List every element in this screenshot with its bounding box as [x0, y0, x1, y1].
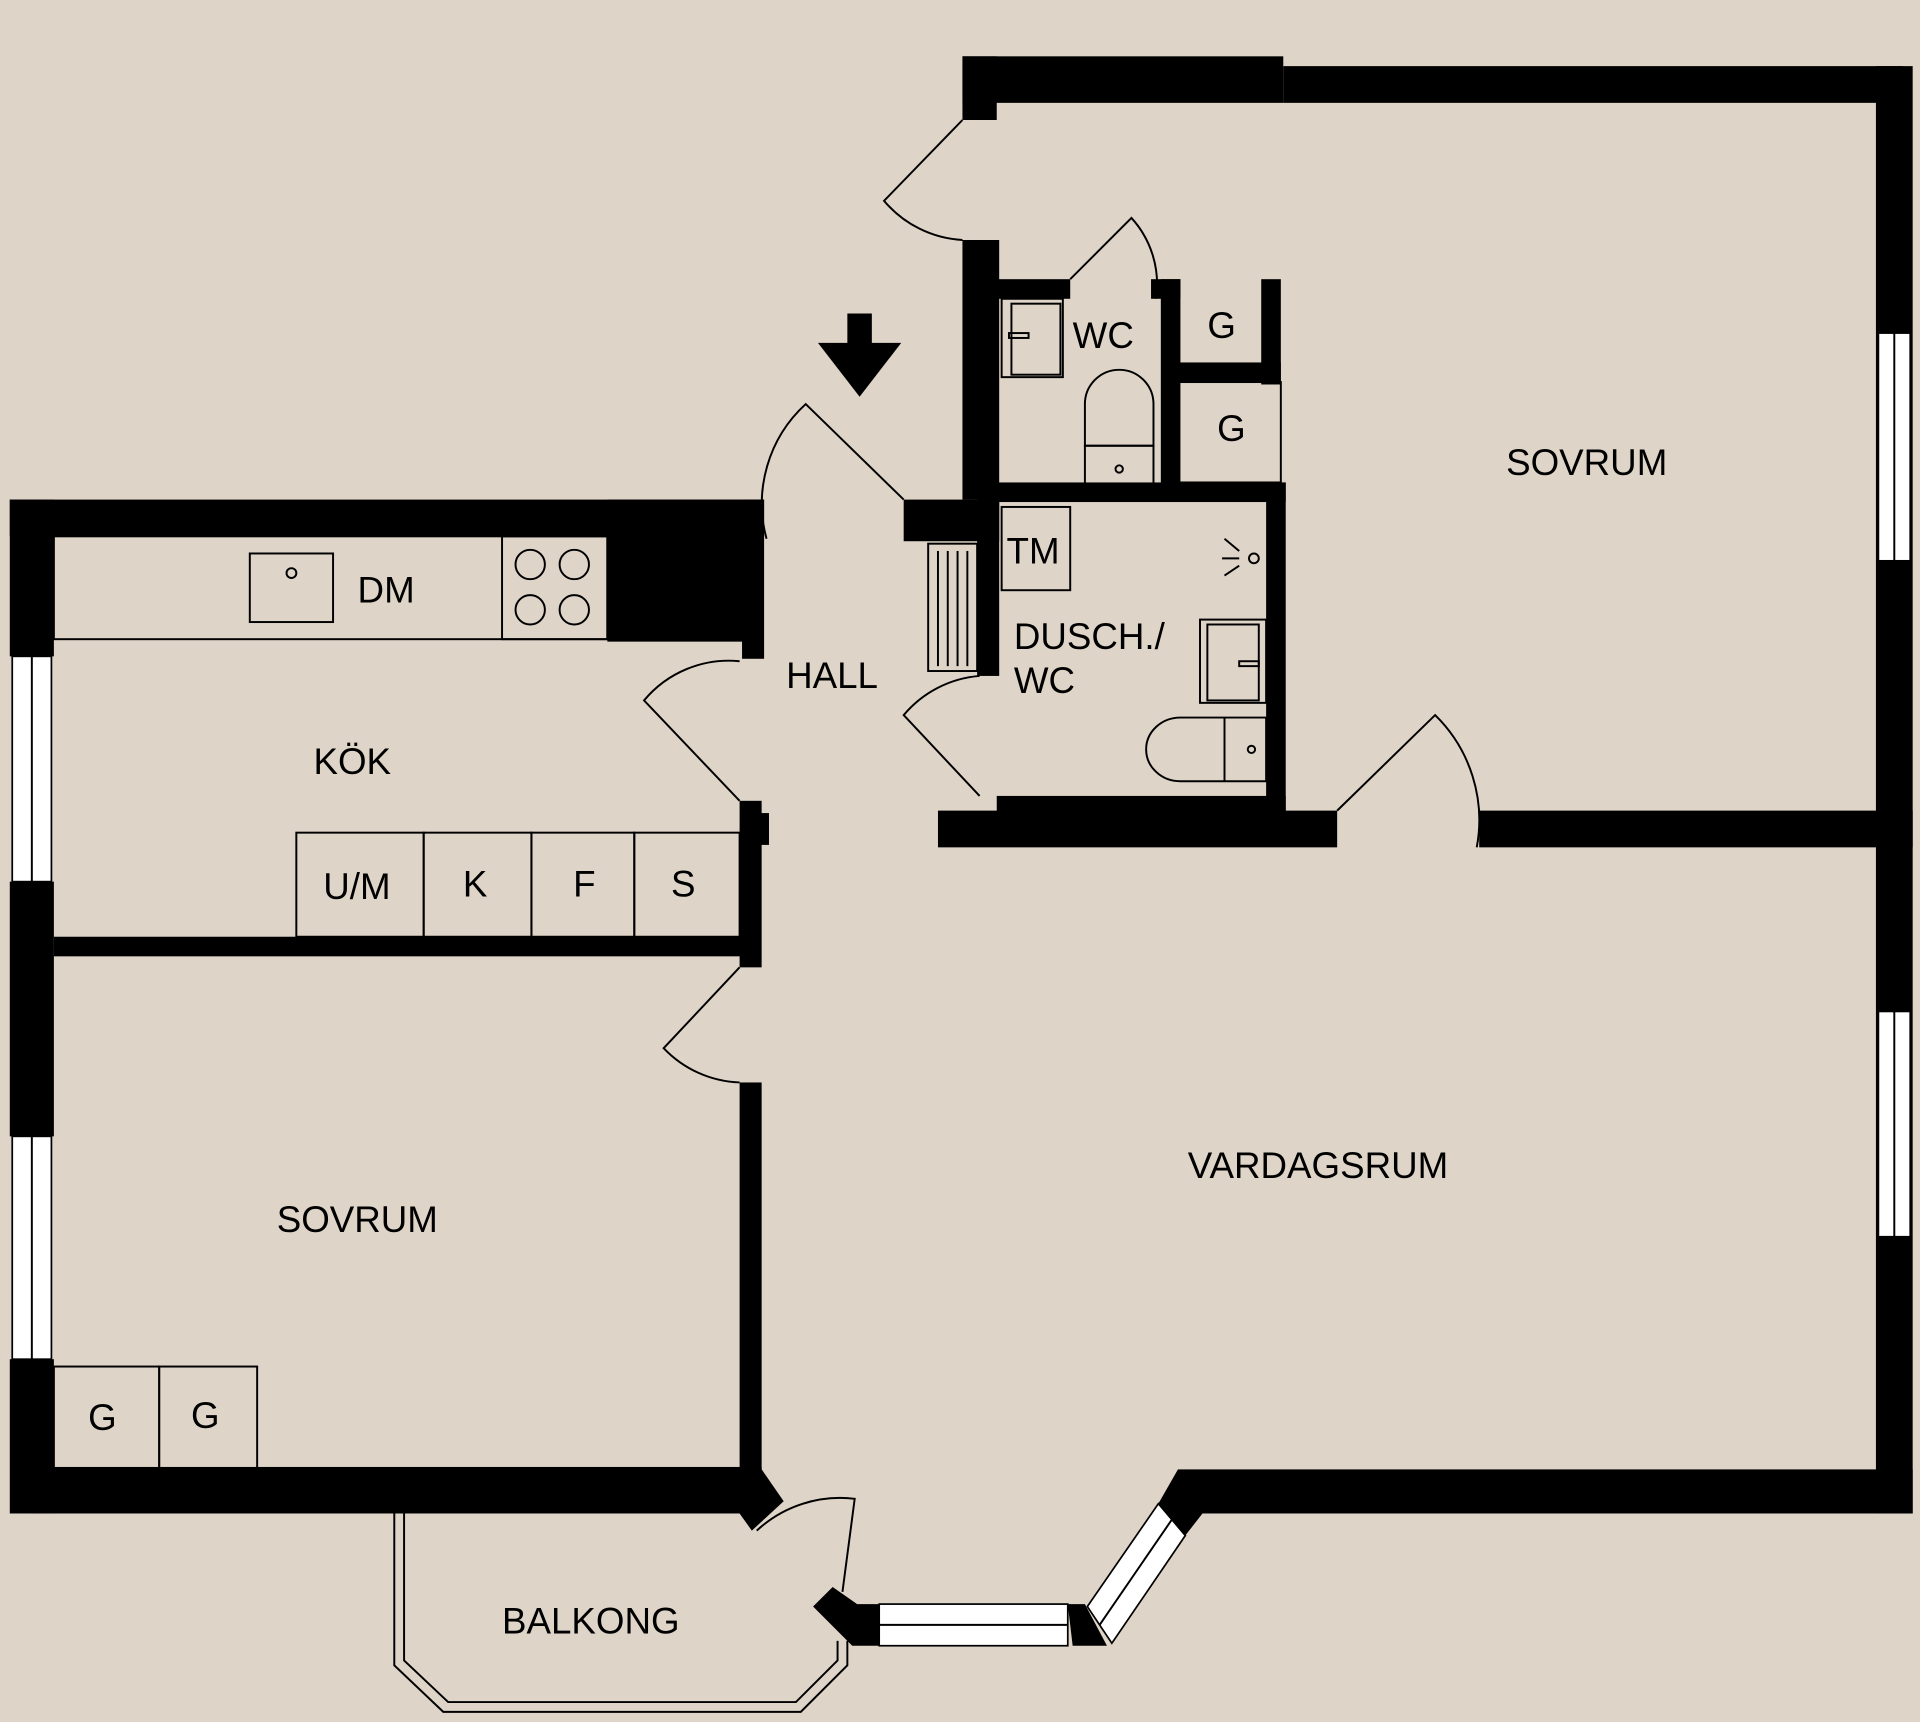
balcony-outline: [393, 1513, 849, 1713]
shower-wc-fixtures: [1000, 505, 1268, 783]
kitchen-fixtures: [52, 535, 741, 938]
room-label-hall: HALL: [786, 655, 878, 696]
windows: [11, 332, 1912, 1647]
room-label-living-room: VARDAGSRUM: [1188, 1145, 1448, 1186]
room-label-balcony: BALKONG: [502, 1600, 680, 1641]
bedroom-wardrobes: [52, 1365, 259, 1471]
fixture-label-wardrobe-bed-1: G: [88, 1397, 117, 1438]
wc-fixtures: [1000, 297, 1282, 486]
hall-rack: [927, 542, 979, 673]
room-label-kitchen: KÖK: [313, 741, 391, 782]
fixture-label-washer: TM: [1007, 530, 1060, 571]
fixture-label-wardrobe-bed-2: G: [191, 1395, 220, 1436]
fixture-label-kitchen-unit: U/M: [323, 866, 390, 907]
doors: [642, 119, 1481, 1592]
arrow-down-icon: [817, 313, 902, 397]
room-label-bedroom-left: SOVRUM: [277, 1199, 438, 1240]
room-label-shower-wc-1: DUSCH./: [1014, 616, 1166, 657]
room-label-shower-wc-2: WC: [1014, 660, 1075, 701]
fixture-label-kitchen-unit: S: [671, 863, 696, 904]
fixture-label-dishwasher: DM: [358, 569, 415, 610]
fixture-label-wardrobe-wc-2: G: [1217, 408, 1246, 449]
walls: [9, 56, 1913, 1646]
fixture-label-kitchen-unit: K: [463, 863, 488, 904]
fixture-label-wardrobe-wc-1: G: [1207, 305, 1236, 346]
room-label-wc: WC: [1073, 315, 1134, 356]
room-label-bedroom-right: SOVRUM: [1506, 442, 1667, 483]
fixture-label-kitchen-unit: F: [573, 863, 595, 904]
